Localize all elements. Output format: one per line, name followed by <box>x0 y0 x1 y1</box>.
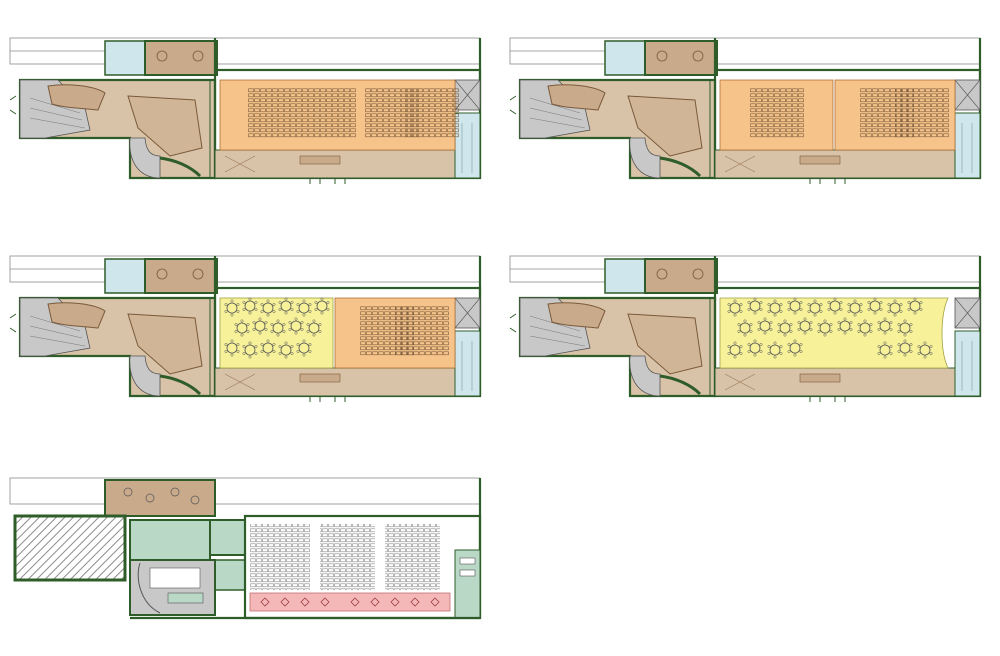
plan-middle-right <box>508 254 982 404</box>
basement-seats-left <box>250 524 310 590</box>
plan-middle-left <box>8 254 482 404</box>
basement-green-room-1 <box>129 519 211 561</box>
basement-seats-right <box>385 524 440 590</box>
plan-bottom-left <box>9 477 482 620</box>
basement-green-room-2 <box>209 519 246 556</box>
basement-lounge <box>104 479 216 517</box>
basement-green-room-3 <box>214 559 246 591</box>
plan-top-left <box>8 36 482 186</box>
hall-banquet-full <box>719 297 949 369</box>
basement-red-strip <box>249 592 451 612</box>
plan-top-right <box>508 36 982 186</box>
hatched-block <box>13 514 127 582</box>
basement-seats-middle <box>320 524 375 590</box>
